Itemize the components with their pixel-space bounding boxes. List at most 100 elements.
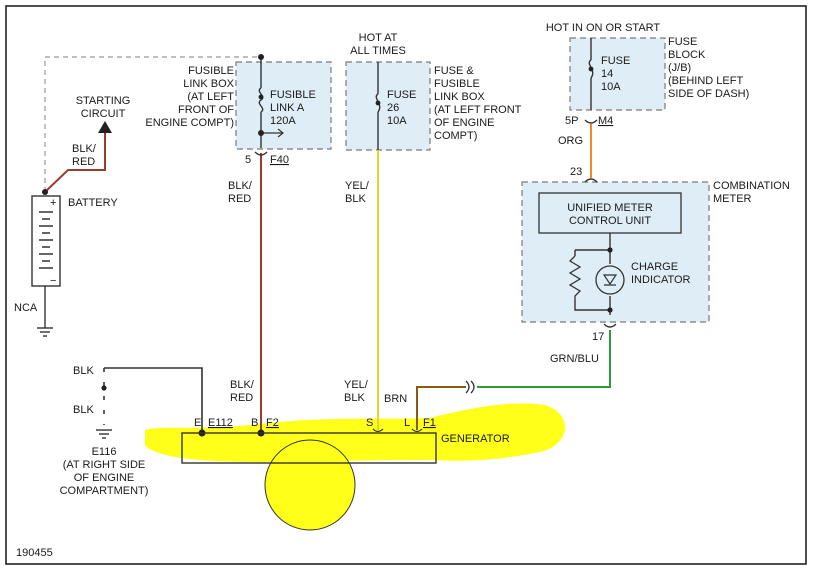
combination-meter-box [521,181,710,323]
fuse-26-box [345,61,431,151]
text-line: COMBINATION [713,180,790,192]
text-line: 10A [387,115,407,127]
text-line: (AT LEFT [187,91,234,103]
text-line: CHARGE [631,261,678,273]
battery-label: BATTERY [68,197,118,209]
text-line: FUSE [668,36,697,48]
text-line: (BEHIND LEFT [668,75,743,87]
text-line: METER [713,193,752,205]
pin-5p-label: 5P [565,115,578,127]
text-line: ENGINE COMPT) [145,117,234,129]
wire-label-blk-1: BLK [73,365,94,377]
fusible-link-symbol [258,87,264,113]
charge-indicator-lamp [595,265,625,295]
text-line: CIRCUIT [81,108,126,120]
ground-symbol-e116 [96,429,112,439]
wire-brn [416,386,466,430]
junction-dots [42,54,613,437]
text-line: LINK BOX [434,91,485,103]
junction-dot [375,100,381,106]
pin-23-label: 23 [570,166,582,178]
text-line: YEL/ [344,379,369,391]
fusible-link-box [235,61,332,150]
starting-circuit-arrow [98,121,112,133]
terminal-s-label: S [366,417,373,429]
dashed-reference-line [44,56,260,192]
connector-17-symbol [603,323,617,328]
connector-m4-symbol [584,119,598,124]
wire-label-yel-blk-bottom: YEL/BLK [344,379,369,404]
terminal-s-connector [372,428,384,433]
text-line: BLOCK [668,49,706,61]
junction-dot [258,94,264,100]
connector-e112-label: E112 [208,417,233,429]
text-line: FRONT OF [178,104,234,116]
fuse-14-box [569,37,666,111]
figure-id: 190455 [16,547,53,559]
text-line: BLK [344,392,365,404]
connector-23-symbol [584,178,598,183]
junction-dot [607,307,613,313]
text-line: FUSE [387,89,416,101]
text-line: ALL TIMES [350,45,406,57]
text-line: (AT RIGHT SIDE [63,459,146,471]
text-line: LINK A [270,102,305,114]
junction-dot [42,189,48,195]
text-line: FUSE [601,55,630,67]
connector-m4-label: M4 [598,115,613,127]
text-line: 26 [387,102,399,114]
text-line: 10A [601,81,621,93]
wire-label-blk-2: BLK [73,404,94,416]
wire-grn-blu [477,330,611,388]
battery-cells [39,211,53,269]
text-line: RED [230,392,253,404]
text-line: BLK/ [72,143,97,155]
text-line: E116 [92,446,117,458]
text-line: INDICATOR [631,274,691,286]
text-line: COMPARTMENT) [60,485,149,497]
led-symbol [602,274,618,286]
text-line: UNIFIED METER [567,202,653,214]
generator-rotor-highlight [264,439,356,531]
wire-blk-ground [104,367,203,433]
text-line: (AT LEFT FRONT [434,104,522,116]
hot-in-on-or-start-label: HOT IN ON OR START [546,22,661,34]
text-line: (J/B) [668,62,691,74]
junction-dot [258,130,264,136]
text-line: BLK [345,193,366,205]
wire-label-yel-blk-top: YEL/BLK [345,180,370,205]
generator-label: GENERATOR [441,433,510,445]
connector-f40-symbol [254,151,268,156]
terminal-b-label: B [251,417,258,429]
connector-f40-label: F40 [270,154,289,166]
resistor-symbol [568,255,582,300]
text-line: HOT AT [359,32,398,44]
fusible-link-arrow [261,128,284,138]
pin-5-label: 5 [245,154,251,166]
battery-minus-sign: − [50,275,56,287]
wire-label-blk-red-bottom: BLK/RED [230,379,255,404]
text-line: 14 [601,68,613,80]
generator-body [181,432,437,464]
text-line: LINK BOX [183,78,234,90]
battery-symbol [31,195,61,287]
text-line: RED [228,193,251,205]
connector-f2-label: F2 [266,417,279,429]
text-line: BLK/ [228,180,253,192]
text-line: CONTROL UNIT [569,215,651,227]
junction-dot [258,54,264,60]
text-line: OF ENGINE [434,117,495,129]
text-line: STARTING [76,95,131,107]
text-line: FUSIBLE [270,89,316,101]
junction-dot [588,66,594,72]
wire-label-brn: BRN [384,393,407,405]
